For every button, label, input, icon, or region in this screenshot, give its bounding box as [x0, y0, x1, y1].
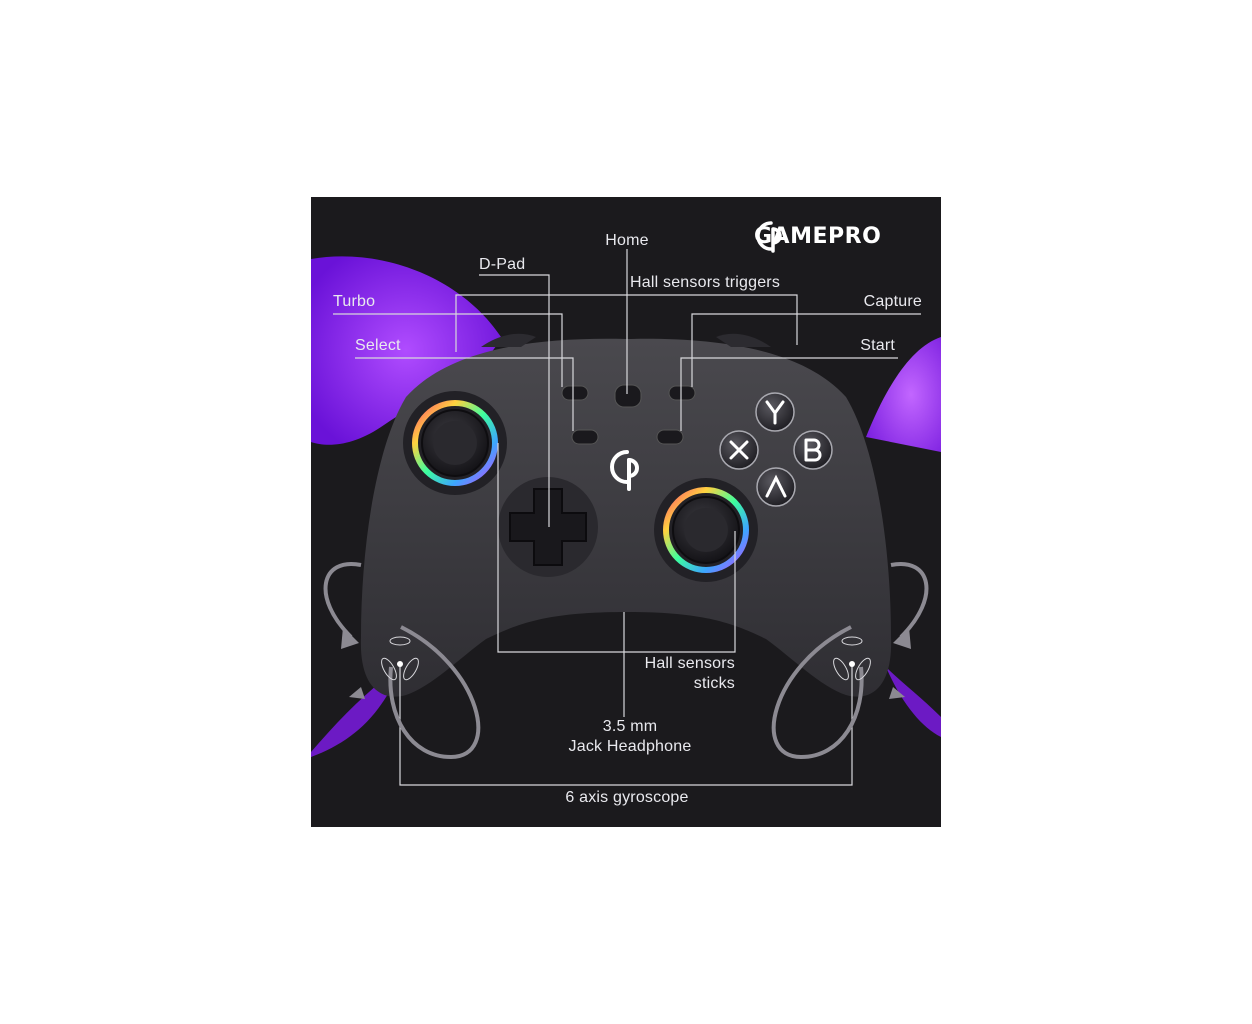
- gyro-axis-icons: [381, 636, 871, 681]
- label-home: Home: [605, 232, 649, 249]
- dpad[interactable]: [498, 477, 598, 577]
- controller-illustration: [311, 249, 941, 786]
- label-turbo: Turbo: [333, 293, 376, 310]
- label-start: Start: [860, 337, 895, 354]
- gyro-rotation-arrows: [323, 561, 929, 760]
- label-select: Select: [355, 337, 401, 354]
- product-infographic-panel: GAMEPRO Home D-Pad Hall sensors triggers…: [311, 197, 941, 827]
- purple-blob-left: [311, 256, 501, 445]
- label-hall-sticks-line1: Hall sensors: [644, 655, 735, 672]
- face-button-a[interactable]: [756, 467, 796, 507]
- label-hall-triggers: Hall sensors triggers: [630, 274, 781, 291]
- face-button-x[interactable]: [719, 430, 759, 470]
- left-analog-stick[interactable]: [403, 391, 507, 495]
- gyro-arrow-heads: [341, 627, 911, 699]
- start-button[interactable]: [656, 429, 684, 445]
- brand-logo: GAMEPRO: [754, 219, 881, 253]
- label-jack-line1: 3.5 mm: [602, 718, 658, 735]
- label-hall-sticks-line2: sticks: [693, 675, 735, 692]
- label-capture: Capture: [863, 293, 922, 310]
- capture-button[interactable]: [668, 385, 696, 401]
- gamepro-gp-logo-icon: [756, 221, 782, 253]
- label-dpad: D-Pad: [479, 256, 526, 273]
- home-button[interactable]: [614, 384, 642, 408]
- controller-logo-icon: [610, 450, 639, 491]
- label-gyro: 6 axis gyroscope: [565, 789, 689, 806]
- purple-blob-right: [866, 337, 941, 452]
- face-button-b[interactable]: [793, 430, 833, 470]
- label-jack-line2: Jack Headphone: [568, 738, 692, 755]
- select-button[interactable]: [571, 429, 599, 445]
- turbo-button[interactable]: [561, 385, 589, 401]
- face-button-y[interactable]: [755, 392, 795, 432]
- purple-blob-bottom-right: [886, 667, 941, 737]
- right-analog-stick[interactable]: [654, 478, 758, 582]
